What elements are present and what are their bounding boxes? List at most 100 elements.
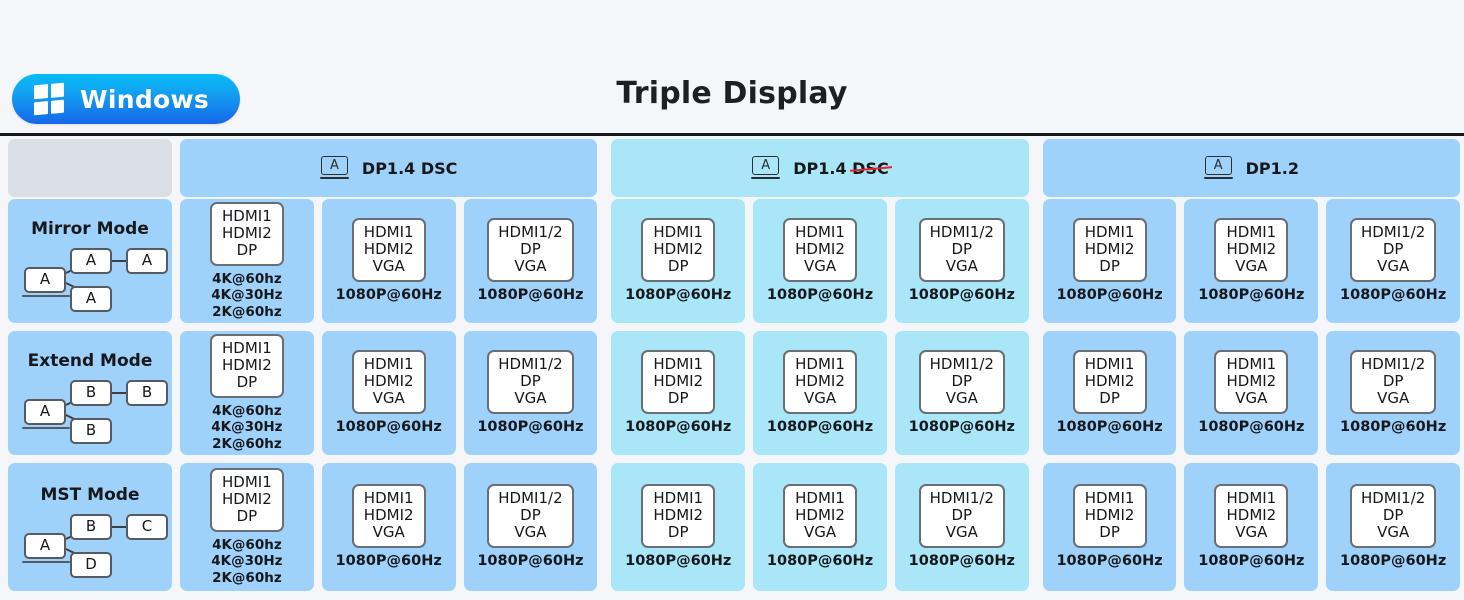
port-name: VGA bbox=[1377, 388, 1410, 407]
port-name: VGA bbox=[514, 256, 547, 275]
resolution-value: 1080P@60Hz bbox=[1198, 552, 1305, 569]
port-name: HDMI2 bbox=[653, 505, 704, 524]
top-header-bar: Windows Triple Display bbox=[0, 0, 1464, 136]
resolution-value: 1080P@60Hz bbox=[1056, 286, 1163, 303]
port-name: HDMI1 bbox=[795, 488, 845, 507]
port-name: HDMI1 bbox=[795, 222, 845, 241]
display-node-bottom: A bbox=[70, 285, 112, 312]
port-name: DP bbox=[667, 522, 689, 541]
port-name: DP bbox=[1099, 256, 1120, 275]
port-name: VGA bbox=[945, 256, 978, 275]
column-group-label-struck: DSC bbox=[852, 158, 889, 178]
laptop-a-icon: A bbox=[1203, 156, 1233, 180]
display-node-top: A bbox=[70, 247, 112, 274]
port-name: VGA bbox=[372, 256, 405, 275]
port-name: DP bbox=[236, 373, 258, 392]
port-name: HDMI1/2 bbox=[929, 222, 994, 241]
port-name: VGA bbox=[372, 522, 405, 541]
resolution-value: 1080P@60Hz bbox=[766, 286, 874, 303]
diagram-link bbox=[112, 391, 128, 394]
column-group-label-text: DP1.2 bbox=[1245, 158, 1299, 178]
port-name: HDMI2 bbox=[1084, 371, 1135, 390]
resolution-list: 1080P@60Hz bbox=[1340, 553, 1446, 570]
column-group-label: DP1.4 DSC bbox=[793, 159, 888, 178]
port-name: DP bbox=[236, 507, 258, 526]
port-name: HDMI1 bbox=[363, 354, 414, 373]
column-group-header-dp12[interactable]: A DP1.2 bbox=[1042, 139, 1460, 197]
port-name: HDMI1 bbox=[653, 488, 704, 507]
resolution-value: 2K@60hz bbox=[212, 303, 282, 320]
port-name: HDMI1 bbox=[222, 473, 272, 492]
port-name: DP bbox=[667, 256, 689, 275]
port-name: DP bbox=[667, 388, 689, 407]
windows-os-badge[interactable]: Windows bbox=[12, 74, 240, 124]
port-name: VGA bbox=[514, 522, 547, 541]
port-name: HDMI2 bbox=[363, 505, 414, 524]
resolution-value: 1080P@60Hz bbox=[477, 418, 584, 435]
port-name: DP bbox=[1382, 239, 1404, 258]
port-name: VGA bbox=[372, 388, 405, 407]
port-name: DP bbox=[1099, 388, 1120, 407]
port-name: HDMI1/2 bbox=[498, 488, 563, 507]
port-name: HDMI1 bbox=[1226, 488, 1277, 507]
mode-title: Extend Mode bbox=[27, 350, 153, 371]
host-node: A bbox=[22, 532, 70, 563]
display-node-right: C bbox=[126, 513, 168, 540]
port-name: HDMI2 bbox=[222, 490, 272, 509]
resolution-list: 1080P@60Hz bbox=[909, 419, 1015, 436]
resolution-value: 1080P@60Hz bbox=[335, 286, 442, 303]
resolution-list: 1080P@60Hz bbox=[1340, 419, 1446, 436]
port-name: HDMI1 bbox=[363, 222, 414, 241]
port-name: HDMI2 bbox=[363, 239, 414, 258]
display-node-right: B bbox=[126, 379, 168, 406]
resolution-list: 1080P@60Hz bbox=[336, 553, 442, 570]
display-node-top: B bbox=[70, 513, 112, 540]
port-name: HDMI2 bbox=[653, 371, 704, 390]
resolution-list: 1080P@60Hz bbox=[1056, 553, 1162, 570]
resolution-value: 4K@30Hz bbox=[211, 553, 283, 570]
group-divider bbox=[1033, 139, 1039, 197]
resolution-value: 1080P@60Hz bbox=[625, 286, 732, 303]
